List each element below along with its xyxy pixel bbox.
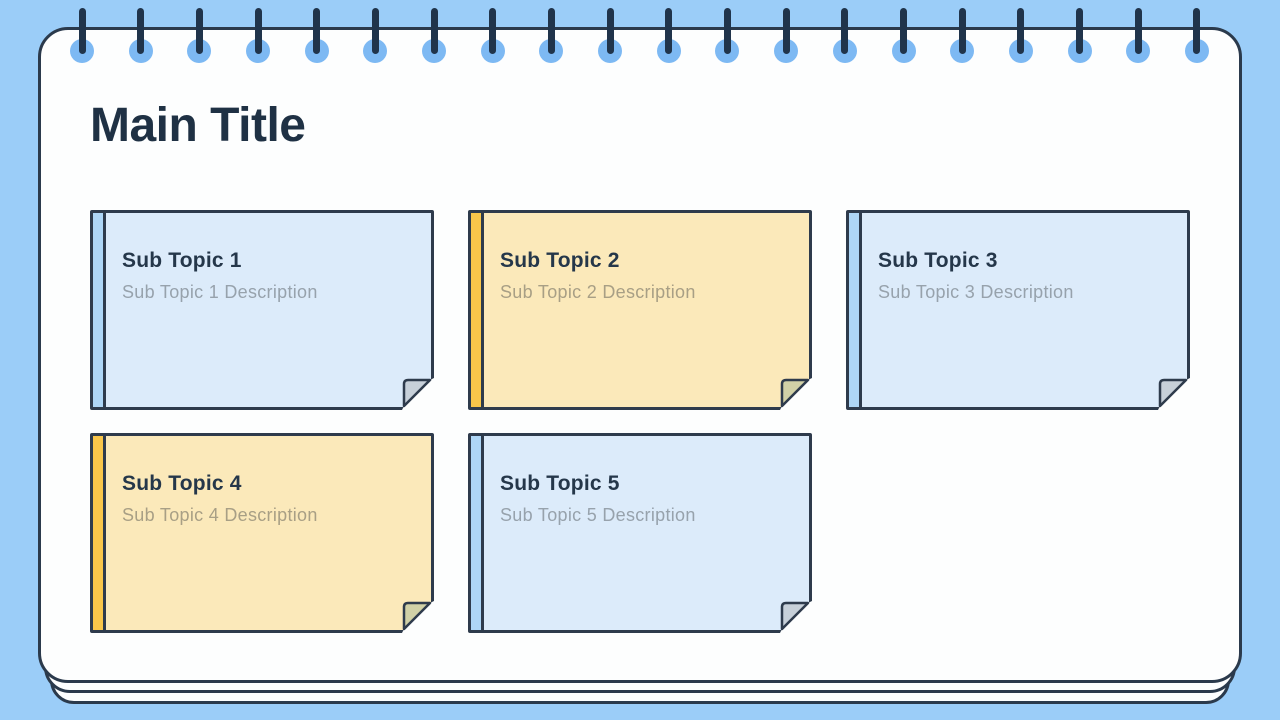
spiral-ring-icon [185,0,213,68]
card-edge-strip [849,213,862,407]
spiral-ring-icon [361,0,389,68]
folded-corner-icon [780,378,812,410]
folded-corner-icon [780,601,812,633]
ring-rod-icon [1193,8,1201,54]
ring-rod-icon [1134,8,1142,54]
card-title: Sub Topic 5 [500,472,620,495]
ring-rod-icon [665,8,673,54]
ring-rod-icon [254,8,262,54]
spiral-ring-icon [479,0,507,68]
ring-rod-icon [1076,8,1084,54]
ring-rod-icon [313,8,321,54]
spiral-ring-icon [127,0,155,68]
spiral-ring-icon [537,0,565,68]
spiral-ring-icon [420,0,448,68]
card-title: Sub Topic 3 [878,249,998,272]
card-edge-strip [93,213,106,407]
ring-rod-icon [547,8,555,54]
spiral-ring-icon [655,0,683,68]
card-content: Sub Topic 1 Sub Topic 1 Description [106,213,431,407]
ring-rod-icon [782,8,790,54]
card-description: Sub Topic 4 Description [122,505,318,525]
spiral-ring-icon [1183,0,1211,68]
slide-title[interactable]: Main Title [90,99,306,152]
card-content: Sub Topic 5 Sub Topic 5 Description [484,436,809,630]
card-description: Sub Topic 5 Description [500,505,696,525]
card-description: Sub Topic 3 Description [878,282,1074,302]
topic-card[interactable]: Sub Topic 4 Sub Topic 4 Description [90,433,434,633]
card-title: Sub Topic 2 [500,249,620,272]
ring-rod-icon [958,8,966,54]
card-edge-strip [471,436,484,630]
card-description: Sub Topic 1 Description [122,282,318,302]
spiral-ring-icon [244,0,272,68]
spiral-ring-icon [1066,0,1094,68]
spiral-ring-icon [68,0,96,68]
topic-cards-grid: Sub Topic 1 Sub Topic 1 Description Sub … [90,210,1190,633]
folded-corner-icon [402,378,434,410]
card-description: Sub Topic 2 Description [500,282,696,302]
ring-rod-icon [606,8,614,54]
topic-card[interactable]: Sub Topic 2 Sub Topic 2 Description [468,210,812,410]
card-title: Sub Topic 1 [122,249,242,272]
spiral-ring-icon [1124,0,1152,68]
spiral-ring-icon [1007,0,1035,68]
card-content: Sub Topic 4 Sub Topic 4 Description [106,436,431,630]
card-edge-strip [471,213,484,407]
card-edge-strip [93,436,106,630]
card-content: Sub Topic 3 Sub Topic 3 Description [862,213,1187,407]
card-title: Sub Topic 4 [122,472,242,495]
ring-rod-icon [1017,8,1025,54]
card-content: Sub Topic 2 Sub Topic 2 Description [484,213,809,407]
topic-card[interactable]: Sub Topic 1 Sub Topic 1 Description [90,210,434,410]
spiral-ring-icon [772,0,800,68]
spiral-ring-icon [831,0,859,68]
spiral-binding [0,0,1280,80]
ring-rod-icon [195,8,203,54]
ring-rod-icon [371,8,379,54]
spiral-ring-icon [948,0,976,68]
spiral-ring-icon [713,0,741,68]
topic-card[interactable]: Sub Topic 5 Sub Topic 5 Description [468,433,812,633]
spiral-ring-icon [303,0,331,68]
ring-rod-icon [78,8,86,54]
spiral-ring-icon [890,0,918,68]
spiral-ring-icon [596,0,624,68]
ring-rod-icon [489,8,497,54]
topic-card[interactable]: Sub Topic 3 Sub Topic 3 Description [846,210,1190,410]
ring-rod-icon [900,8,908,54]
folded-corner-icon [402,601,434,633]
ring-rod-icon [430,8,438,54]
ring-rod-icon [723,8,731,54]
ring-rod-icon [841,8,849,54]
folded-corner-icon [1158,378,1190,410]
ring-rod-icon [137,8,145,54]
